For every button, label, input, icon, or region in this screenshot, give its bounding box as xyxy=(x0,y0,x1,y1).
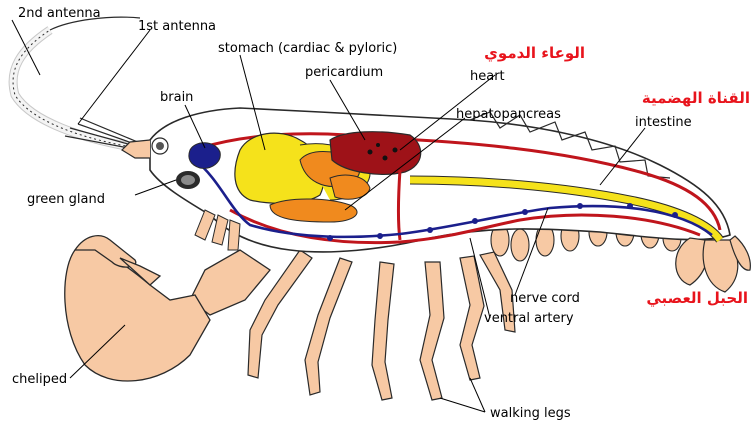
label-walking-legs: walking legs xyxy=(490,406,571,421)
green-gland-drawing xyxy=(176,171,200,189)
eye-drawing xyxy=(152,138,168,154)
label-2nd-antenna: 2nd antenna xyxy=(18,6,101,21)
arabic-label-digestive: القناة الهضمية xyxy=(642,89,750,107)
label-cheliped: cheliped xyxy=(12,372,67,387)
label-green-gland: green gland xyxy=(27,192,105,207)
label-nerve-cord: nerve cord xyxy=(510,291,580,306)
label-hepatopancreas: hepatopancreas xyxy=(456,107,561,122)
arabic-label-nerve: الحبل العصبي xyxy=(646,289,748,307)
label-brain: brain xyxy=(160,90,193,105)
label-ventral-artery: ventral artery xyxy=(484,311,574,326)
cheliped-drawing xyxy=(65,236,270,381)
label-1st-antenna: 1st antenna xyxy=(138,19,216,34)
label-pericardium: pericardium xyxy=(305,65,383,80)
antenna-2-drawing xyxy=(13,17,150,150)
label-heart: heart xyxy=(470,69,505,84)
arabic-label-heart: الوعاء الدموي xyxy=(484,44,585,63)
label-intestine: intestine xyxy=(635,115,692,130)
walking-legs-drawing xyxy=(248,250,515,400)
tail-fan-drawing xyxy=(676,236,751,292)
label-stomach: stomach (cardiac & pyloric) xyxy=(218,41,397,56)
